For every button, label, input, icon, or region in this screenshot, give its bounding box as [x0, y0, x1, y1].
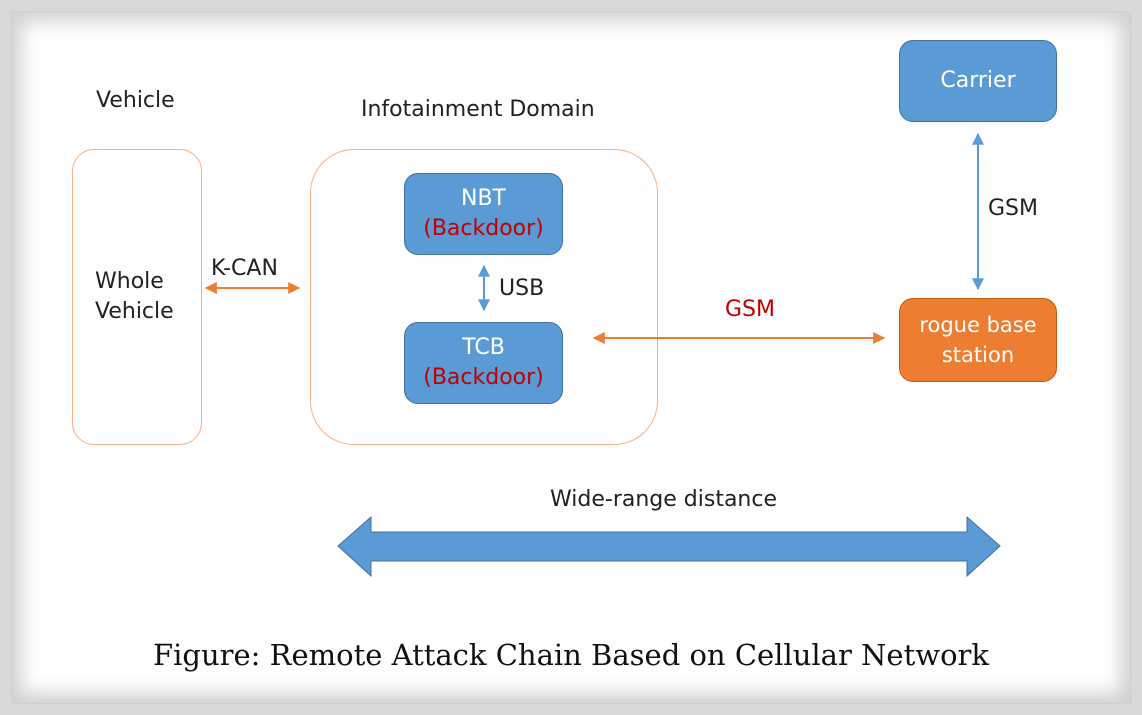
rogue-base-station-box: rogue base station — [899, 298, 1057, 382]
carrier-box: Carrier — [899, 40, 1057, 122]
k-can-label: K-CAN — [211, 256, 278, 281]
gsm-attack-label: GSM — [725, 297, 775, 322]
nbt-backdoor-tag: (Backdoor) — [423, 216, 544, 241]
whole-vehicle-line1: Whole — [95, 269, 164, 294]
vehicle-label: Vehicle — [96, 88, 175, 113]
whole-vehicle-box: Whole Vehicle — [72, 149, 202, 445]
tcb-box: TCB (Backdoor) — [404, 322, 563, 404]
nbt-name: NBT — [461, 186, 506, 211]
rogue-line2: station — [941, 343, 1015, 367]
gsm-carrier-label: GSM — [988, 196, 1038, 221]
infotainment-domain-label: Infotainment Domain — [361, 97, 595, 122]
figure-caption: Figure: Remote Attack Chain Based on Cel… — [153, 638, 989, 672]
rogue-line1: rogue base — [919, 313, 1037, 337]
whole-vehicle-line2: Vehicle — [95, 299, 174, 324]
nbt-box: NBT (Backdoor) — [404, 173, 563, 255]
wide-range-arrow — [337, 515, 1001, 578]
wide-range-distance-label: Wide-range distance — [550, 487, 778, 512]
tcb-name: TCB — [462, 335, 505, 360]
carrier-name: Carrier — [940, 68, 1016, 93]
usb-label: USB — [499, 276, 545, 301]
infotainment-domain-box — [310, 149, 658, 445]
tcb-backdoor-tag: (Backdoor) — [423, 365, 544, 390]
